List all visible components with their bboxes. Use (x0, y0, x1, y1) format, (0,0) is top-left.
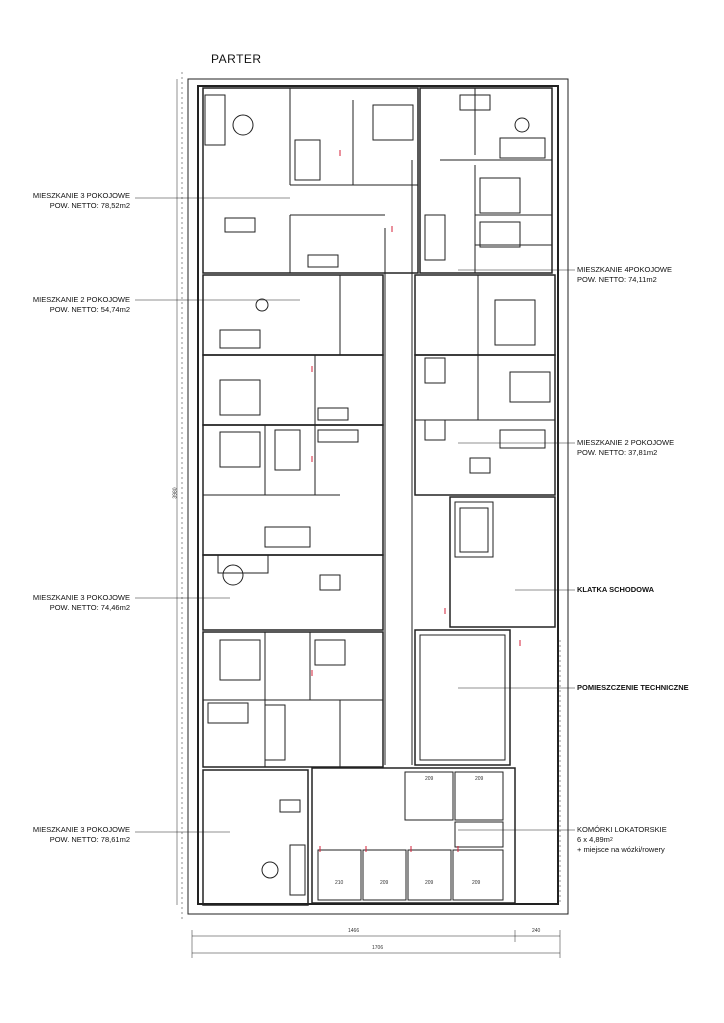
storage-code: 209 (472, 880, 481, 886)
storage-label: KOMÓRKI LOKATORSKIE 6 x 4,89m2 + miejsce… (577, 825, 667, 855)
unit-name: MIESZKANIE 4POKOJOWE (577, 265, 673, 274)
unit-label: MIESZKANIE 3 POKOJOWE POW. NETTO: 74,46m… (33, 593, 130, 613)
unit-area: POW. NETTO: 74,11m2 (577, 275, 657, 284)
unit-name: MIESZKANIE 3 POKOJOWE (32, 191, 130, 200)
unit-name: MIESZKANIE 2 POKOJOWE (32, 295, 130, 304)
storage-code: 209 (425, 880, 434, 886)
storage-code: 210 (335, 880, 344, 886)
technical-room-label: POMIESZCZENIE TECHNICZNE (577, 683, 689, 692)
storage-note: + miejsce na wózki/rowery (577, 845, 665, 854)
unit-area: POW. NETTO: 78,61m2 (49, 835, 130, 844)
unit-label: MIESZKANIE 3 POKOJOWE POW. NETTO: 78,61m… (33, 825, 130, 845)
unit-area: POW. NETTO: 74,46m2 (49, 603, 130, 612)
unit-area: POW. NETTO: 54,74m2 (49, 305, 130, 314)
stairs-label: KLATKA SCHODOWA (577, 585, 655, 594)
storage-title: KOMÓRKI LOKATORSKIE (577, 825, 667, 834)
building-outline (187, 78, 569, 915)
dimension-total: 1706 (372, 945, 384, 951)
floor-title: PARTER (211, 52, 262, 66)
storage-code: 209 (475, 776, 484, 782)
unit-label: MIESZKANIE 2 POKOJOWE POW. NETTO: 54,74m… (33, 295, 130, 315)
staircase-room (449, 496, 556, 628)
storage-area (311, 767, 516, 904)
unit-name: MIESZKANIE 3 POKOJOWE (32, 825, 130, 834)
dimension-side: 240 (532, 928, 541, 934)
unit-label: MIESZKANIE 2 POKOJOWE POW. NETTO: 37,81m… (577, 438, 674, 458)
unit-label: MIESZKANIE 4POKOJOWE POW. NETTO: 74,11m2 (577, 265, 672, 285)
storage-size: 6 x 4,89m2 (577, 835, 613, 844)
unit-name: MIESZKANIE 2 POKOJOWE (577, 438, 675, 447)
unit-area: POW. NETTO: 78,52m2 (49, 201, 130, 210)
technical-room (414, 629, 511, 766)
dimension-height: 3980 (172, 487, 179, 499)
dimension-main: 1466 (348, 928, 360, 934)
unit-label: MIESZKANIE 3 POKOJOWE POW. NETTO: 78,52m… (33, 191, 130, 211)
unit-area: POW. NETTO: 37,81m2 (577, 448, 658, 457)
storage-code: 209 (425, 776, 434, 782)
unit-name: MIESZKANIE 3 POKOJOWE (32, 593, 130, 602)
storage-code: 209 (380, 880, 389, 886)
